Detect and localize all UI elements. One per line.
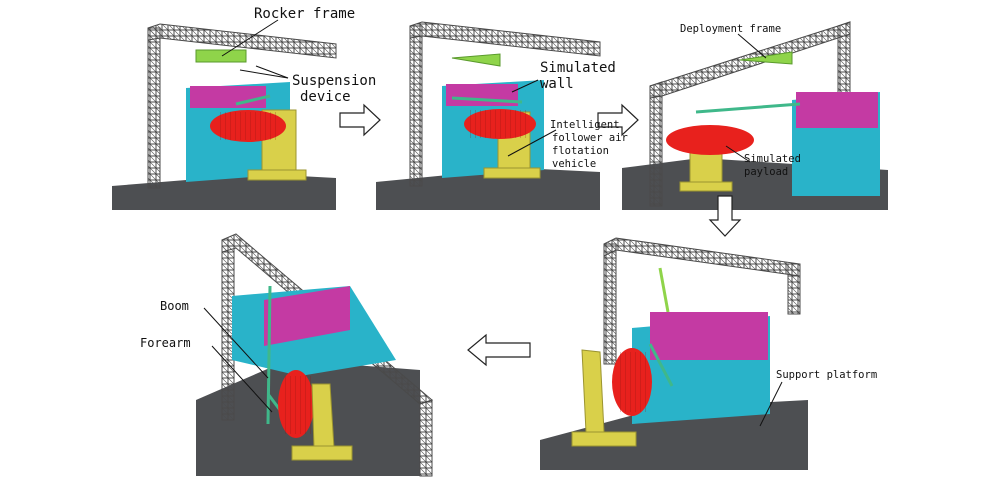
arrow-right-1 <box>339 103 381 137</box>
truss-column-left <box>649 81 663 207</box>
air-flotation-vehicle <box>311 383 335 449</box>
truss-column-right <box>419 399 433 477</box>
sequence-arrows <box>339 103 742 367</box>
label-deployment-frame: Deployment frame <box>680 23 781 35</box>
air-flotation-vehicle <box>581 349 605 433</box>
labels: Rocker frame Suspension device Simulated… <box>140 6 877 381</box>
truss-beam <box>409 21 601 57</box>
truss-beam <box>603 237 801 277</box>
label-simulated-wall-line2: wall <box>540 76 574 92</box>
panel-2-wall-approach <box>376 21 601 210</box>
panel-1-initial-state <box>112 23 337 210</box>
ground-platform <box>112 174 336 210</box>
forearm-arm <box>235 94 271 106</box>
label-suspension-device-line1: Suspension <box>292 73 376 89</box>
panel-5-deployed <box>196 233 434 477</box>
simulated-wall-magenta <box>796 92 878 128</box>
label-simulated-wall-line1: Simulated <box>540 60 616 76</box>
label-support-platform: Support platform <box>776 369 877 381</box>
label-intelligent-vehicle-line4: vehicle <box>552 158 596 170</box>
forearm-arm <box>695 102 801 114</box>
ground-platform <box>540 400 808 470</box>
simulated-wall-magenta <box>650 312 768 360</box>
panel-4-deployment <box>540 237 808 470</box>
label-intelligent-vehicle-line2: follower air <box>552 132 628 144</box>
vehicle-base <box>247 169 307 181</box>
vehicle-base <box>571 431 637 447</box>
label-simulated-payload-line1: Simulated <box>744 153 801 165</box>
label-boom: Boom <box>160 299 189 313</box>
truss-beam <box>147 23 337 59</box>
label-rocker-frame: Rocker frame <box>254 6 355 22</box>
arrow-right-2 <box>597 103 639 137</box>
label-simulated-payload-line2: payload <box>744 166 788 178</box>
forearm-arm <box>451 96 523 104</box>
truss-column-left <box>603 243 617 365</box>
arrow-down <box>708 195 742 237</box>
label-intelligent-vehicle-line1: Intelligent <box>550 119 620 131</box>
label-intelligent-vehicle-line3: flotation <box>552 145 609 157</box>
truss-column <box>147 27 161 189</box>
leader-lines <box>203 19 783 427</box>
boom-arm <box>266 285 272 425</box>
vehicle-base <box>291 445 353 461</box>
panel-3-payload-transfer <box>622 21 888 210</box>
simulated-payload <box>666 125 754 155</box>
truss-column <box>409 25 423 187</box>
vehicle-base <box>483 167 541 179</box>
ground-platform <box>376 168 600 210</box>
rocker-frame <box>451 53 501 67</box>
label-forearm: Forearm <box>140 336 191 350</box>
arrow-left <box>467 333 531 367</box>
simulated-wall-magenta <box>264 286 350 346</box>
boom-arm <box>648 343 674 387</box>
rocker-frame <box>195 49 247 63</box>
simulated-wall-magenta <box>190 86 266 108</box>
vehicle-base <box>679 181 733 192</box>
label-suspension-device-line2: device <box>300 89 351 105</box>
simulated-wall-magenta <box>446 84 518 106</box>
